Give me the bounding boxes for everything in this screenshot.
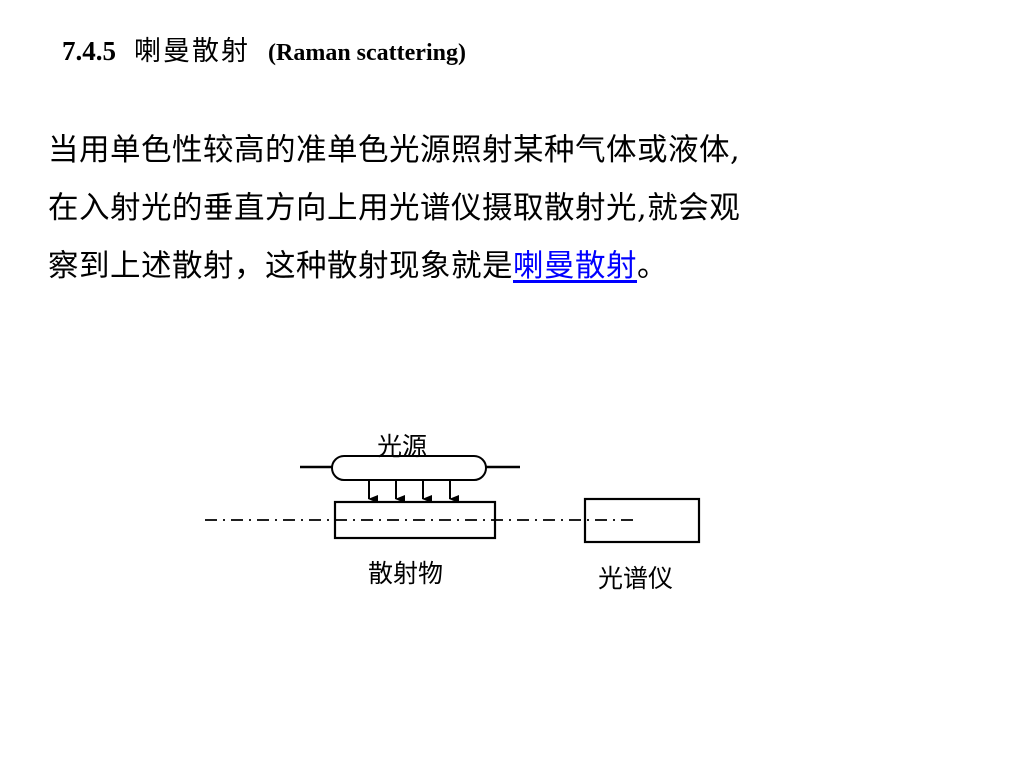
paragraph-line-2: 在入射光的垂直方向上用光谱仪摄取散射光,就会观 xyxy=(48,191,741,226)
section-title: 7.4.5 喇曼散射 (Raman scattering) xyxy=(62,36,466,67)
paragraph-line-1: 当用单色性较高的准单色光源照射某种气体或液体, xyxy=(48,133,741,168)
section-title-chinese: 喇曼散射 xyxy=(134,36,250,67)
raman-scattering-link[interactable]: 喇曼散射 xyxy=(513,249,637,284)
lamp-tube xyxy=(331,455,487,481)
light-source-label: 光源 xyxy=(377,432,427,461)
paragraph-line-3: 察到上述散射，这种散射现象就是喇曼散射。 xyxy=(48,238,978,296)
section-number: 7.4.5 xyxy=(62,36,116,66)
scatterer-label: 散射物 xyxy=(368,559,443,588)
incident-light-arrows xyxy=(368,481,459,503)
light-source-lamp xyxy=(300,455,520,481)
paragraph-line-3-end: 。 xyxy=(637,249,668,284)
spectrometer-box xyxy=(583,497,701,544)
description-paragraph: 当用单色性较高的准单色光源照射某种气体或液体, 在入射光的垂直方向上用光谱仪摄取… xyxy=(48,122,978,296)
paragraph-line-3-text: 察到上述散射，这种散射现象就是 xyxy=(48,249,513,284)
spectrometer-label: 光谱仪 xyxy=(598,564,673,593)
section-title-english: (Raman scattering) xyxy=(268,40,466,66)
scattering-sample xyxy=(333,500,497,540)
